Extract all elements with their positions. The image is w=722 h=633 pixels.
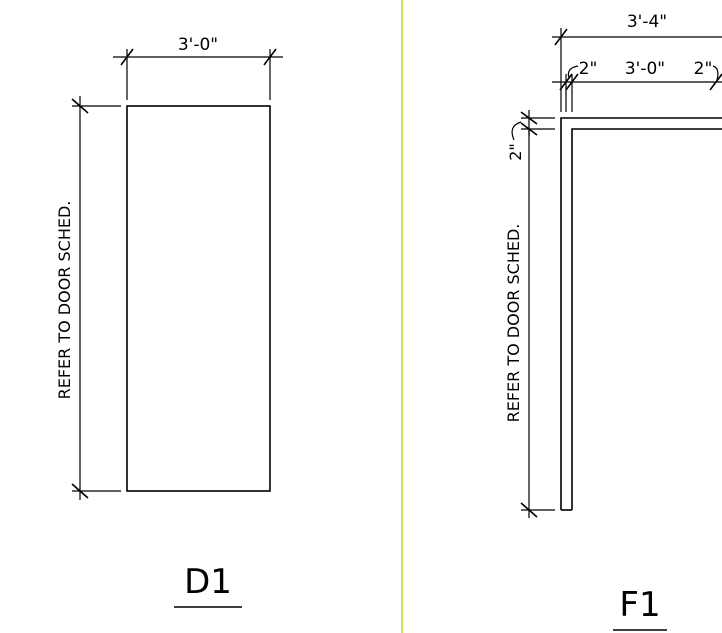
f1-overall-width-dimension: 3'-4" (552, 12, 722, 112)
d1-width-label: 3'-0" (178, 35, 218, 55)
f1-left-jamb-label: 2" (579, 59, 598, 79)
detail-f1: 3'-4" 2" 3'-0" 2" 2" (504, 12, 722, 631)
frame-outer (560, 117, 722, 510)
f1-overall-width-label: 3'-4" (627, 12, 667, 32)
f1-head-label: 2" (506, 143, 525, 161)
f1-head-dimension: 2" (506, 110, 555, 161)
f1-opening-width-label: 3'-0" (625, 59, 665, 79)
detail-d1: 3'-0" REFER TO DOOR SCHED. D1 (55, 35, 283, 608)
door-panel (126, 105, 271, 492)
d1-height-dimension: REFER TO DOOR SCHED. (55, 96, 121, 500)
d1-tag: D1 (184, 562, 232, 602)
d1-width-dimension: 3'-0" (113, 35, 283, 100)
d1-height-label: REFER TO DOOR SCHED. (55, 201, 74, 400)
f1-height-dimension: REFER TO DOOR SCHED. (504, 129, 555, 518)
f1-tag: F1 (619, 585, 660, 625)
f1-opening-width-dimension: 2" 3'-0" 2" (552, 59, 722, 112)
frame-inner (571, 128, 722, 510)
f1-right-jamb-label: 2" (694, 59, 713, 79)
f1-height-label: REFER TO DOOR SCHED. (504, 224, 523, 423)
